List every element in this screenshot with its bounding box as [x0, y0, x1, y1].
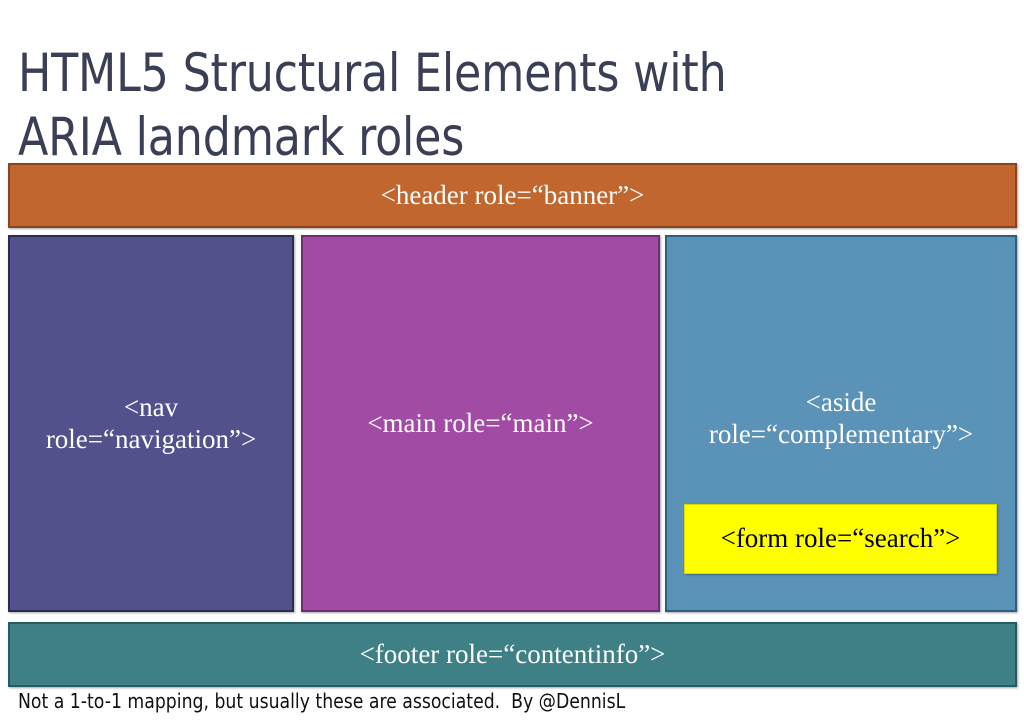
landmark-label-header: <header role=“banner”> [380, 179, 645, 210]
landmark-box-header: <header role=“banner”> [8, 163, 1017, 228]
landmark-label-main: <main role=“main”> [367, 407, 594, 438]
landmark-box-main: <main role=“main”> [301, 235, 660, 612]
landmark-label-aside: <aside role=“complementary”> [708, 387, 974, 449]
landmark-label-form-search: <form role=“search”> [720, 523, 961, 554]
landmark-box-form-search: <form role=“search”> [684, 504, 997, 574]
landmark-box-footer: <footer role=“contentinfo”> [8, 622, 1017, 687]
landmark-label-footer: <footer role=“contentinfo”> [359, 638, 666, 669]
landmark-label-nav: <nav role=“navigation”> [45, 391, 257, 454]
landmark-box-aside: <aside role=“complementary”> <form role=… [665, 235, 1017, 612]
landmark-box-nav: <nav role=“navigation”> [8, 235, 294, 612]
page-title: HTML5 Structural Elements with ARIA land… [18, 42, 727, 169]
slide-caption: Not a 1-to-1 mapping, but usually these … [18, 689, 626, 713]
